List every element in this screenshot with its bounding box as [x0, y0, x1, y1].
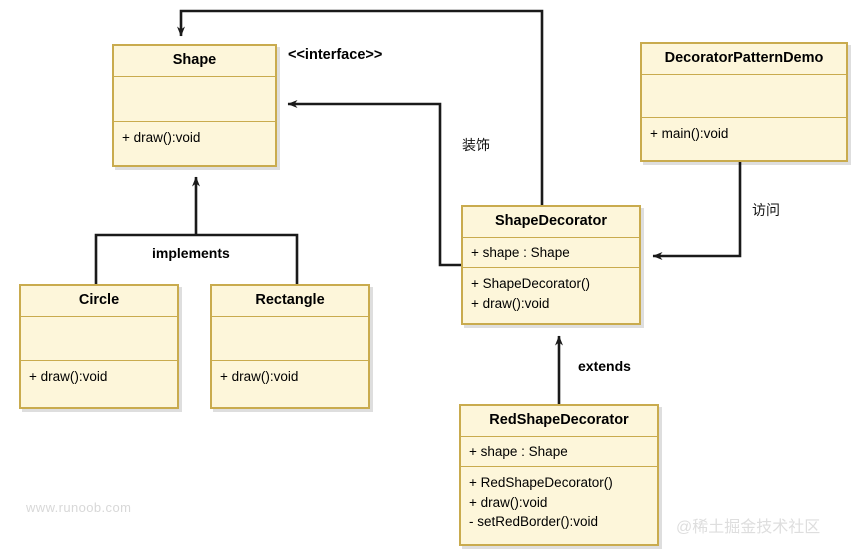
class-name-decorator-pattern-demo: DecoratorPatternDemo: [642, 44, 846, 75]
operation-row: + draw():void: [122, 129, 201, 145]
edge-demo-accesses-shapedecorator: [652, 162, 742, 260]
class-attributes-shape-decorator: + shape : Shape: [463, 238, 639, 269]
class-box-circle[interactable]: Circle + draw():void: [19, 284, 179, 409]
class-box-red-shape-decorator[interactable]: RedShapeDecorator + shape : Shape + RedS…: [459, 404, 659, 546]
edge-label-access-cn: 访问: [752, 202, 780, 218]
class-box-decorator-pattern-demo[interactable]: DecoratorPatternDemo + main():void: [640, 42, 848, 162]
class-attributes-rectangle: [212, 317, 368, 361]
operation-row: + main():void: [650, 125, 729, 141]
class-box-rectangle[interactable]: Rectangle + draw():void: [210, 284, 370, 409]
edge-label-decorate-cn: 装饰: [462, 137, 490, 153]
operation-row: + ShapeDecorator(): [471, 276, 590, 292]
class-name-rectangle: Rectangle: [212, 286, 368, 317]
class-operations-shape-decorator: + ShapeDecorator() + draw():void: [463, 268, 639, 323]
attribute-row: + shape : Shape: [471, 244, 570, 260]
attribute-row: + shape : Shape: [469, 443, 568, 459]
operation-row: + draw():void: [220, 368, 299, 384]
class-name-shape-decorator: ShapeDecorator: [463, 207, 639, 238]
class-operations-circle: + draw():void: [21, 361, 177, 407]
edge-label-extends: extends: [578, 358, 631, 374]
class-box-shape-decorator[interactable]: ShapeDecorator + shape : Shape + ShapeDe…: [461, 205, 641, 325]
operation-row: + draw():void: [29, 368, 108, 384]
class-attributes-shape: [114, 77, 275, 122]
operation-row: - setRedBorder():void: [469, 514, 599, 530]
edge-shapedecorator-to-shape: [287, 100, 461, 267]
class-operations-shape: + draw():void: [114, 122, 275, 165]
watermark-runoob: www.runoob.com: [26, 500, 132, 515]
operation-row: + draw():void: [469, 494, 548, 510]
class-attributes-circle: [21, 317, 177, 361]
watermark-juejin: @稀土掘金技术社区: [676, 519, 821, 536]
operation-row: + draw():void: [471, 295, 550, 311]
class-operations-rectangle: + draw():void: [212, 361, 368, 407]
stereotype-interface-label: <<interface>>: [288, 47, 383, 63]
class-operations-decorator-pattern-demo: + main():void: [642, 118, 846, 160]
edge-label-implements: implements: [152, 245, 230, 261]
class-name-circle: Circle: [21, 286, 177, 317]
class-attributes-red-shape-decorator: + shape : Shape: [461, 437, 657, 468]
class-name-shape: Shape: [114, 46, 275, 77]
edge-implements-tree: [94, 176, 299, 284]
class-box-shape[interactable]: Shape + draw():void: [112, 44, 277, 167]
class-attributes-decorator-pattern-demo: [642, 75, 846, 118]
class-operations-red-shape-decorator: + RedShapeDecorator() + draw():void - se…: [461, 467, 657, 544]
class-name-red-shape-decorator: RedShapeDecorator: [461, 406, 657, 437]
operation-row: + RedShapeDecorator(): [469, 475, 613, 491]
